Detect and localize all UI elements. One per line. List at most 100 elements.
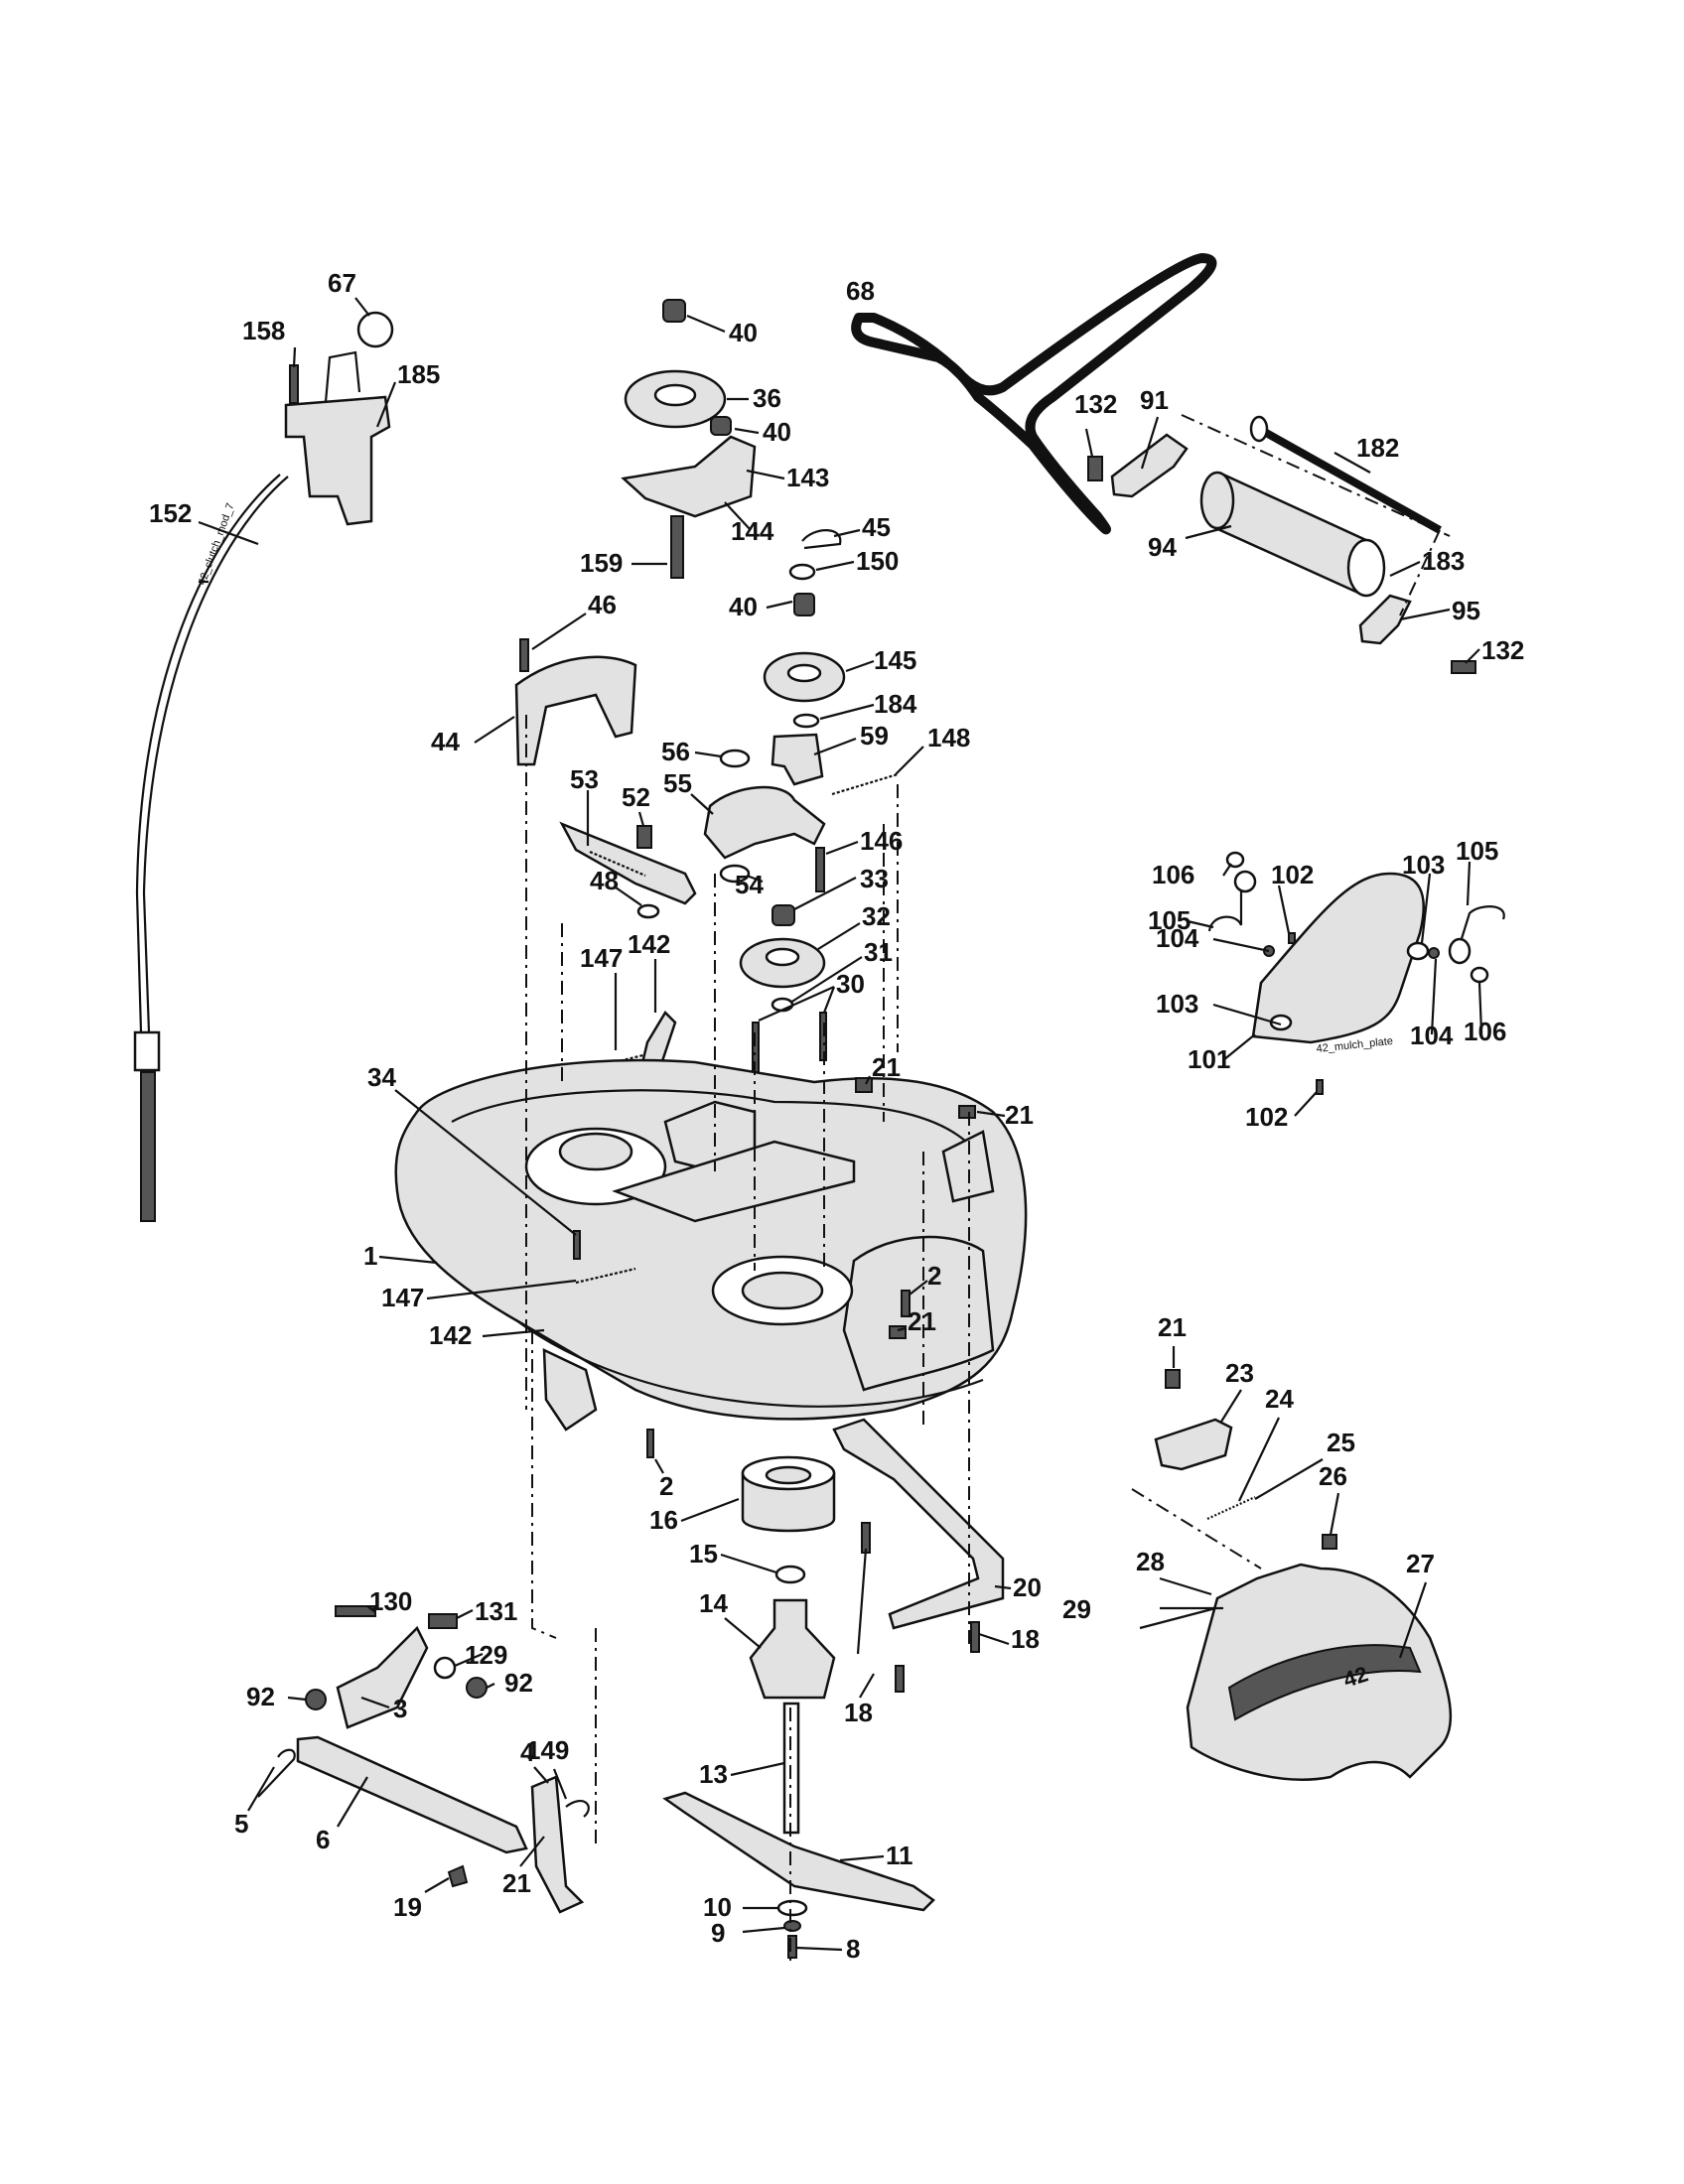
callout-21: 21 bbox=[908, 1306, 936, 1336]
callout-4: 4 bbox=[520, 1737, 535, 1767]
part-chute-stripe bbox=[1227, 1644, 1422, 1721]
mulch-plate-group bbox=[1207, 851, 1505, 1095]
callout-44: 44 bbox=[431, 727, 460, 756]
callout-150: 150 bbox=[856, 546, 899, 576]
callout-46: 46 bbox=[588, 590, 617, 619]
part-nut-21b bbox=[958, 1105, 976, 1119]
part-bracket-4 bbox=[530, 1775, 585, 1914]
part-ball-67 bbox=[356, 311, 394, 348]
callout-145: 145 bbox=[874, 645, 916, 675]
callout-40: 40 bbox=[763, 417, 791, 447]
callout-10: 10 bbox=[703, 1892, 732, 1922]
part-bracket-185 bbox=[284, 395, 391, 526]
callout-152: 152 bbox=[149, 498, 192, 528]
part-nut-40b bbox=[710, 416, 732, 436]
callout-95: 95 bbox=[1452, 596, 1480, 625]
callout-59: 59 bbox=[860, 721, 889, 751]
callout-183: 183 bbox=[1422, 546, 1465, 576]
callout-45: 45 bbox=[862, 512, 891, 542]
callout-24: 24 bbox=[1265, 1384, 1294, 1414]
part-mulch-plate-101 bbox=[1251, 872, 1425, 1044]
callout-1: 1 bbox=[363, 1241, 377, 1271]
part-screw-102b bbox=[1316, 1079, 1324, 1095]
callout-30: 30 bbox=[836, 969, 865, 999]
part-washer-54 bbox=[719, 864, 751, 884]
callout-103: 103 bbox=[1402, 850, 1445, 880]
part-washer-10 bbox=[776, 1899, 808, 1917]
callout-13: 13 bbox=[699, 1759, 728, 1789]
callout-52: 52 bbox=[622, 782, 650, 812]
callout-102: 102 bbox=[1271, 860, 1314, 889]
callout-34: 34 bbox=[367, 1062, 396, 1092]
callout-18: 18 bbox=[844, 1698, 873, 1727]
callout-26: 26 bbox=[1319, 1461, 1347, 1491]
idler-bracket-group bbox=[621, 299, 846, 786]
part-washer-103b bbox=[1406, 941, 1430, 961]
callout-104: 104 bbox=[1156, 923, 1199, 953]
callout-32: 32 bbox=[862, 901, 891, 931]
part-bracket-91 bbox=[1110, 433, 1189, 498]
callout-131: 131 bbox=[475, 1596, 517, 1626]
deck-top-ring bbox=[451, 1089, 984, 1162]
part-nut-21d bbox=[1165, 1369, 1181, 1389]
callout-5: 5 bbox=[234, 1809, 248, 1839]
part-bracket-21-right bbox=[941, 1130, 995, 1203]
part-pin-5 bbox=[257, 1748, 296, 1798]
callout-158: 158 bbox=[242, 316, 285, 345]
roller-group bbox=[1087, 415, 1476, 674]
callout-2: 2 bbox=[927, 1261, 941, 1291]
callout-56: 56 bbox=[661, 737, 690, 766]
callout-48: 48 bbox=[590, 866, 619, 895]
callout-147: 147 bbox=[580, 943, 623, 973]
part-brake-arm-53 bbox=[559, 821, 697, 905]
callout-105: 105 bbox=[1148, 905, 1191, 935]
part-belt-68 bbox=[851, 253, 1217, 535]
part-arm-142b bbox=[542, 1347, 598, 1432]
part-idler-arm-143 bbox=[621, 435, 757, 518]
callout-29: 29 bbox=[1062, 1594, 1091, 1624]
callout-101: 101 bbox=[1188, 1044, 1230, 1074]
part-nut-92a bbox=[305, 1689, 327, 1710]
callout-184: 184 bbox=[874, 689, 917, 719]
part-bolt-18c bbox=[970, 1621, 980, 1653]
callout-94: 94 bbox=[1148, 532, 1177, 562]
callout-21: 21 bbox=[872, 1052, 901, 1082]
part-washer-150 bbox=[788, 563, 816, 581]
callout-6: 6 bbox=[316, 1825, 330, 1854]
callout-67: 67 bbox=[328, 268, 356, 298]
part-washer-106b bbox=[1470, 966, 1489, 984]
deck-linkage bbox=[612, 1140, 856, 1223]
callout-146: 146 bbox=[860, 826, 903, 856]
clutch-cable-assembly bbox=[133, 311, 394, 1222]
callout-105: 105 bbox=[1456, 836, 1498, 866]
callout-132: 132 bbox=[1481, 635, 1524, 665]
callout-68: 68 bbox=[846, 276, 875, 306]
part-bracket-3 bbox=[336, 1625, 429, 1729]
callout-104: 104 bbox=[1410, 1021, 1454, 1050]
part-pin-105b bbox=[1458, 905, 1505, 946]
callout-11: 11 bbox=[886, 1841, 913, 1870]
callout-40: 40 bbox=[729, 318, 758, 347]
callout-53: 53 bbox=[570, 764, 599, 794]
part-handle bbox=[324, 350, 361, 403]
part-spring-147b bbox=[575, 1267, 636, 1285]
deck-upper-parts bbox=[514, 638, 899, 1095]
callout-149: 149 bbox=[526, 1735, 569, 1765]
part-bolt-2b bbox=[646, 1429, 654, 1458]
part-cable-152 bbox=[142, 476, 289, 1033]
part-bolt-146 bbox=[815, 847, 825, 892]
callout-92: 92 bbox=[246, 1682, 275, 1711]
callout-20: 20 bbox=[1013, 1572, 1042, 1602]
callout-23: 23 bbox=[1225, 1358, 1254, 1388]
part-washer-184 bbox=[792, 713, 820, 729]
callout-14: 14 bbox=[699, 1588, 728, 1618]
part-bolt-46 bbox=[519, 638, 529, 672]
part-washer-15 bbox=[774, 1565, 806, 1584]
part-cable-spring bbox=[140, 1071, 156, 1222]
part-roller-94 bbox=[1209, 473, 1372, 596]
callout-159: 159 bbox=[580, 548, 623, 578]
callout-106: 106 bbox=[1464, 1017, 1506, 1046]
callout-19: 19 bbox=[393, 1892, 422, 1922]
part-bolt-132b bbox=[1451, 660, 1476, 674]
